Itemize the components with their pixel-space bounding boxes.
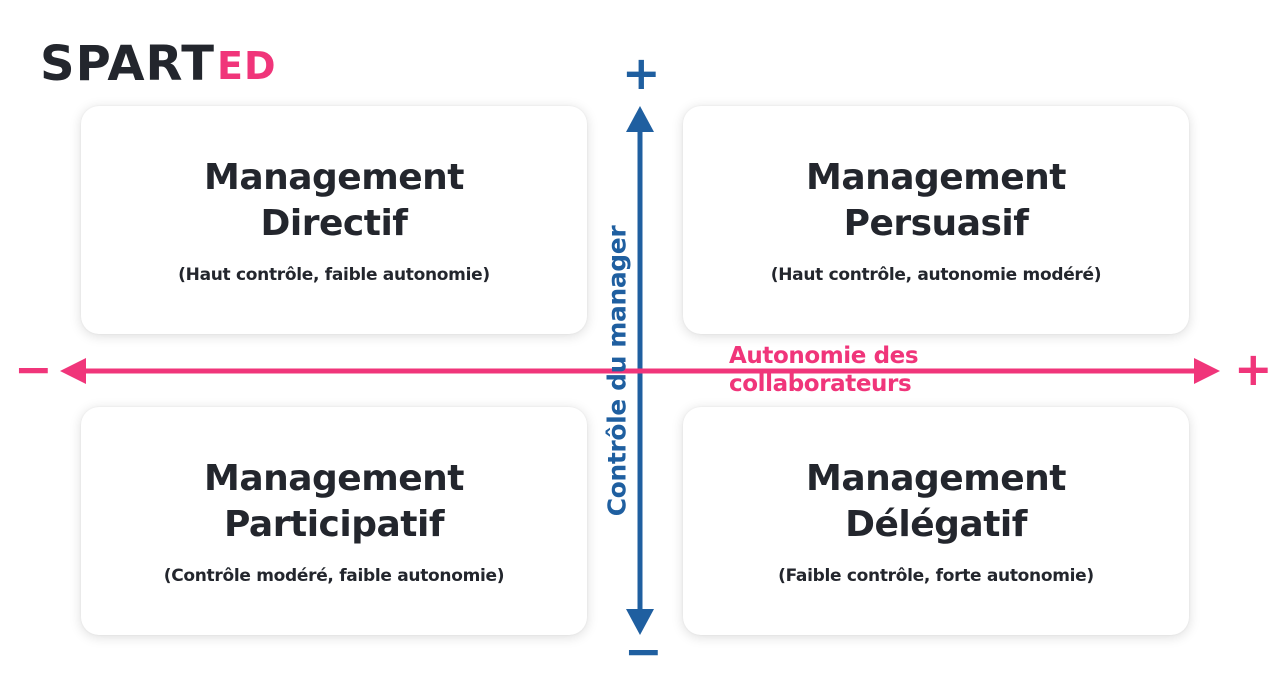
horizontal-axis-plus-sign: + [1234,342,1273,396]
quadrant-title: Management Directif [204,155,465,247]
quadrant-title-line1: Management [204,157,465,198]
quadrant-title-line1: Management [204,458,465,499]
horizontal-axis-label-line1: Autonomie des [729,343,919,369]
quadrant-title-line2: Délégatif [845,504,1027,545]
quadrant-card-persuasif: Management Persuasif (Haut contrôle, aut… [683,106,1189,334]
logo-accent-text: ED [217,44,277,88]
quadrant-subtitle: (Haut contrôle, faible autonomie) [178,265,490,285]
quadrant-title-line1: Management [806,458,1067,499]
quadrant-subtitle: (Haut contrôle, autonomie modéré) [770,265,1102,285]
quadrant-subtitle: (Faible contrôle, forte autonomie) [778,566,1094,586]
logo-main-text: SPART [40,36,216,92]
quadrant-title-line2: Directif [260,203,408,244]
quadrant-title-line1: Management [806,157,1067,198]
horizontal-axis-arrow [60,358,1220,384]
quadrant-card-delegatif: Management Délégatif (Faible contrôle, f… [683,407,1189,635]
quadrant-title: Management Délégatif [806,456,1067,548]
quadrant-subtitle: (Contrôle modéré, faible autonomie) [163,566,505,586]
horizontal-axis-minus-sign: − [14,342,53,396]
vertical-axis-label: Contrôle du manager [602,225,632,517]
spart-ed-logo: SPART ED [40,30,277,90]
vertical-axis-minus-sign: − [624,624,663,678]
quadrant-title: Management Participatif [204,456,465,548]
quadrant-title: Management Persuasif [806,155,1067,247]
quadrant-card-directif: Management Directif (Haut contrôle, faib… [81,106,587,334]
vertical-axis-plus-sign: + [622,46,661,100]
quadrant-card-participatif: Management Participatif (Contrôle modéré… [81,407,587,635]
horizontal-axis-label-line2: collaborateurs [729,371,912,397]
horizontal-axis-label: Autonomie des collaborateurs [729,342,919,398]
quadrant-title-line2: Participatif [224,504,444,545]
quadrant-title-line2: Persuasif [843,203,1029,244]
